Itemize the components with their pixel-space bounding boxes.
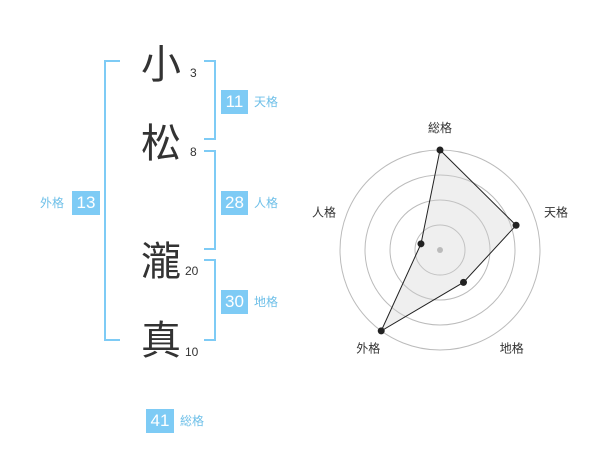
name-char-3: 瀧 [141, 239, 181, 285]
radar-axis-label: 外格 [356, 341, 380, 356]
stroke-count-4: 10 [185, 345, 199, 359]
gaikaku-bracket [104, 60, 120, 341]
name-char-4: 真 [141, 318, 181, 364]
radar-point-3 [460, 278, 468, 286]
radar-point-4 [377, 327, 385, 335]
radar-ring [414, 224, 466, 276]
soukaku-value: 41 [146, 409, 174, 433]
tenkaku-value: 11 [221, 90, 248, 114]
radar-point-1 [436, 146, 444, 154]
stroke-count-3: 20 [185, 264, 199, 278]
tenkaku-bracket [204, 60, 216, 140]
radar-axis-label: 地格 [500, 341, 524, 356]
radar-point-2 [512, 221, 520, 229]
stroke-count-2: 8 [190, 145, 197, 159]
chikaku-value: 30 [221, 290, 248, 314]
jinkaku-label: 人格 [254, 196, 279, 210]
radar-area [380, 148, 517, 333]
radar-point-5 [417, 240, 425, 248]
gaikaku-value: 13 [72, 191, 100, 215]
radar-ring [389, 199, 491, 301]
name-char-2: 松 [141, 121, 181, 167]
radar-axis-label: 天格 [544, 204, 568, 219]
jinkaku-value: 28 [221, 191, 248, 215]
jinkaku-bracket [204, 150, 216, 250]
radar-center-dot [437, 247, 443, 253]
soukaku-label: 総格 [180, 414, 205, 428]
radar-axis-label: 人格 [312, 204, 336, 219]
chikaku-label: 地格 [254, 295, 279, 309]
radar-ring [364, 174, 516, 326]
stroke-count-1: 3 [190, 66, 197, 80]
chikaku-bracket [204, 259, 216, 341]
name-char-1: 小 [141, 42, 181, 88]
tenkaku-label: 天格 [254, 95, 279, 109]
gaikaku-label: 外格 [40, 196, 65, 210]
radar-axis-label: 総格 [428, 120, 452, 135]
